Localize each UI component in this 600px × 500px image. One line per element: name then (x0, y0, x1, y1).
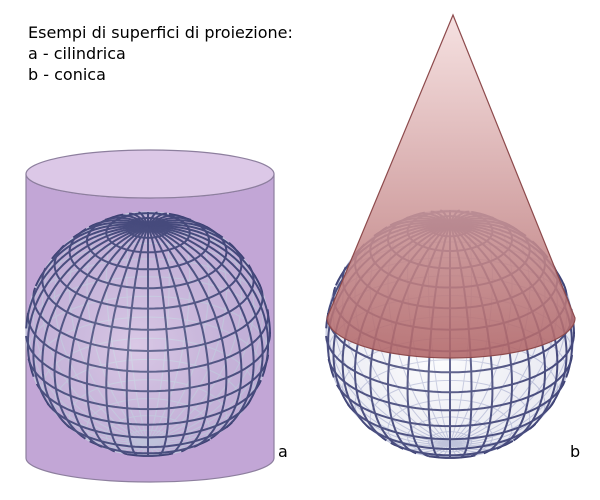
cone-surface (326, 13, 576, 359)
cylinder-figure (25, 149, 275, 483)
cone-figure (325, 13, 576, 459)
caption-title: Esempi di superfici di proiezione: (28, 23, 293, 42)
figure-caption: Esempi di superfici di proiezione: a - c… (28, 22, 293, 85)
globe-shading (26, 212, 270, 456)
label-a: a (278, 442, 288, 461)
label-b: b (570, 442, 581, 461)
cylinder-top (25, 149, 275, 199)
globe-a (25, 211, 271, 457)
caption-line-cylindrical: a - cilindrica (28, 44, 126, 63)
caption-line-conical: b - conica (28, 65, 106, 84)
